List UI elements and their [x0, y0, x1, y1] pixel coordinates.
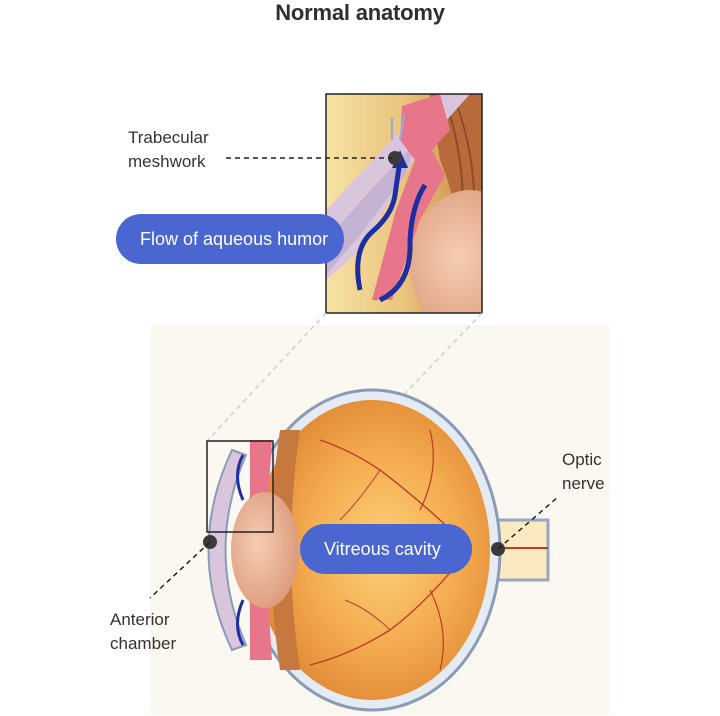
flow-of-aqueous-humor-label: Flow of aqueous humor — [116, 214, 344, 264]
optic-nerve-label: Optic nerve — [562, 450, 605, 493]
diagram-title: Normal anatomy — [275, 0, 445, 25]
anterior-chamber-label: Anterior chamber — [110, 610, 177, 653]
zoom-box — [206, 440, 274, 533]
vitreous-cavity-label: Vitreous cavity — [300, 524, 472, 574]
trabecular-meshwork-label: Trabecular meshwork — [128, 128, 209, 171]
magnified-inset — [326, 94, 482, 313]
